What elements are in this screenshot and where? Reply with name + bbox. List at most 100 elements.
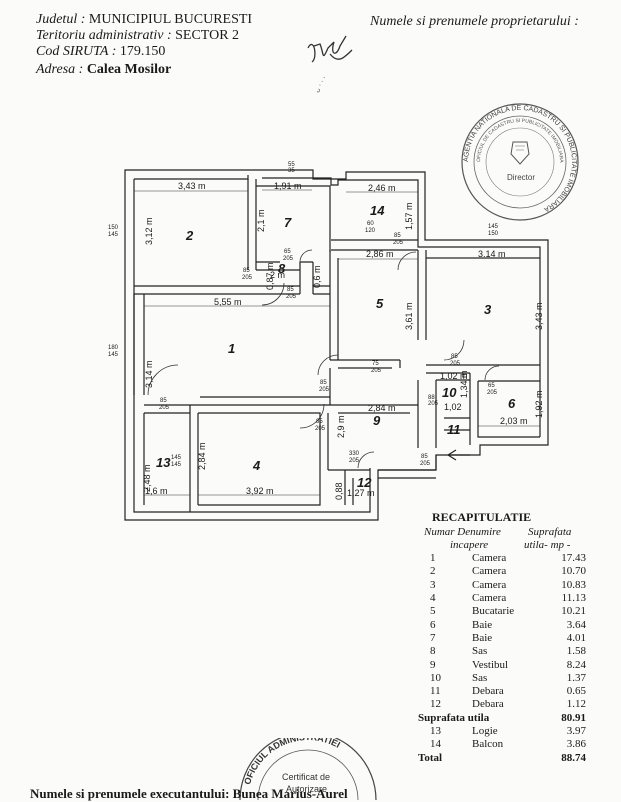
recap-nr: 6 [430, 618, 436, 631]
opening-65-205-b: 205 [283, 256, 294, 262]
recap-nr: 13 [430, 725, 441, 737]
executant-line: Numele si prenumele executantului: Bunea… [30, 786, 348, 801]
recap-nr: 8 [430, 645, 436, 658]
opening-330-205-a: 330 [349, 451, 360, 457]
recap-area: 1.58 [566, 645, 586, 658]
recap-name: Camera [472, 578, 507, 591]
opening-85-205-r1-a: 85 [287, 287, 294, 293]
recap-name: Baie [472, 631, 493, 644]
siruta-label: Cod SIRUTA : [36, 44, 117, 59]
dim-314-left: 3,14 m [144, 360, 154, 388]
opening-330-205-b: 205 [349, 458, 360, 464]
opening-85-205-r4-a: 85 [316, 419, 323, 425]
opening-145-150-a: 145 [488, 224, 499, 230]
dim-087: 0,87 m [265, 262, 275, 290]
opening-88-205-b: 205 [428, 401, 439, 407]
stamp-center-text: Director [507, 173, 535, 182]
recap-utila-value: 80.91 [561, 711, 586, 724]
recap-nr: 4 [430, 592, 436, 605]
room-8-number: 8 [278, 261, 286, 276]
dim-343-right: 3,43 m [534, 302, 544, 330]
recap-row: 1 Camera 17.43 [418, 552, 586, 565]
dim-134: 1,34 m [459, 370, 469, 398]
recap-name: Sas [472, 671, 488, 684]
dim-29: 2,9 m [336, 415, 346, 438]
opening-75-205-a: 75 [372, 361, 379, 367]
room-14-number: 14 [370, 203, 385, 218]
opening-65-205-b6-a: 65 [488, 383, 495, 389]
opening-65-205-b6-b: 205 [487, 390, 498, 396]
opening-85-205-l-a: 85 [160, 398, 167, 404]
opening-88-205-a: 88 [428, 395, 435, 401]
recap-row: 9 Vestibul 8.24 [418, 658, 586, 671]
room-12-number: 12 [357, 475, 372, 490]
header-teritoriu: Teritoriu administrativ : SECTOR 2 [36, 28, 239, 43]
recap-area: 8.24 [566, 658, 586, 671]
recap-row: 14 Balcon 3.86 [418, 738, 586, 751]
authorization-stamp: OFICIUL ADMINISTRATIEI Certificat de Aut… [239, 738, 377, 800]
dim-21: 2,1 m [256, 209, 266, 232]
recap-area: 17.43 [561, 552, 586, 565]
teritoriu-value: SECTOR 2 [175, 28, 240, 43]
adresa-value: Calea Mosilor [86, 62, 172, 77]
dim-284-room4: 2,84 m [197, 442, 207, 470]
opening-150-145-b: 145 [108, 232, 119, 238]
dim-088: 0,88 [334, 482, 344, 500]
recap-name: Balcon [472, 738, 504, 751]
recap-name: Debara [472, 698, 504, 711]
opening-85-205-balcon-b: 205 [393, 240, 404, 246]
recap-nr: 14 [430, 738, 441, 751]
recap-total-value: 88.74 [561, 751, 586, 764]
recap-area: 0.65 [566, 685, 586, 698]
dim-127: 1,27 m [347, 488, 375, 498]
recap-nr: 12 [430, 698, 441, 711]
dim-06: 0,6 m [312, 265, 322, 288]
dim-191: 1,91 m [274, 181, 302, 191]
dim-361: 3,61 m [404, 302, 414, 330]
recap-col2-header: Suprafata [528, 526, 572, 538]
recap-name: Vestibul [472, 658, 509, 671]
dim-157: 1,57 m [404, 202, 414, 230]
opening-145-150-b: 150 [488, 231, 499, 237]
opening-60-120-a: 60 [367, 221, 374, 227]
recap-area: 3.86 [566, 738, 586, 751]
recap-nr: 11 [430, 685, 441, 698]
dim-248: 2,48 m [142, 464, 152, 492]
recap-name: Camera [472, 552, 507, 565]
dim-555: 5,55 m [214, 297, 242, 307]
recap-nr: 1 [430, 552, 436, 565]
recap-nr: 9 [430, 658, 436, 671]
recap-area: 3.97 [566, 725, 586, 737]
opening-85-205-r1-b: 205 [286, 294, 297, 300]
opening-55-35-a: 55 [288, 162, 295, 168]
dim-102-a: 1,02 m [440, 371, 468, 381]
opening-85-205-ent-b: 205 [420, 461, 431, 467]
recap-total-label: Total [418, 751, 443, 764]
judet-value: MUNICIPIUL BUCURESTI [88, 12, 253, 27]
room-6-number: 6 [508, 396, 516, 411]
recap-total-row: Total 88.74 [418, 751, 586, 764]
opening-85-205-r2-b: 205 [242, 275, 253, 281]
recap-nr: 10 [430, 671, 441, 684]
teritoriu-label: Teritoriu administrativ : [36, 28, 172, 43]
opening-85-205-ent-a: 85 [421, 454, 428, 460]
dim-284-vest: 2,84 m [368, 403, 396, 413]
opening-75-205-b: 205 [371, 368, 382, 374]
recap-name: Bucatarie [472, 605, 515, 618]
recap-area: 3.64 [566, 618, 586, 631]
entrance-arrow [446, 449, 470, 461]
recap-nr: 7 [430, 631, 436, 644]
opening-150-145-a: 150 [108, 225, 119, 231]
dim-203: 2,03 m [500, 416, 528, 426]
header-judet: Judetul : MUNICIPIUL BUCURESTI [36, 12, 252, 27]
recap-col1-header: Numar Denumire [424, 526, 501, 538]
recap-area: 11.13 [561, 592, 586, 605]
